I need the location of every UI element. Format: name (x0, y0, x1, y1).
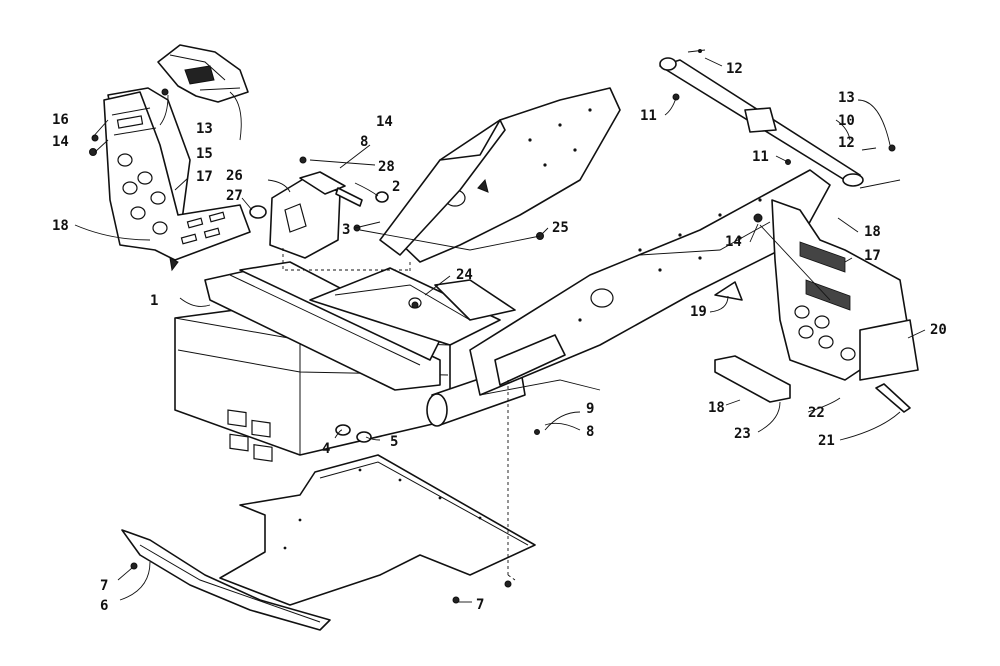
callout-12-upper: 12 (726, 61, 743, 77)
callout-15: 15 (196, 146, 213, 162)
callout-13-right: 13 (838, 90, 855, 106)
callout-9: 9 (586, 401, 594, 417)
callout-25: 25 (552, 220, 569, 236)
callout-1: 1 (150, 293, 158, 309)
callout-16: 16 (52, 112, 69, 128)
callout-7-right: 7 (476, 597, 484, 613)
upper-bracket (157, 44, 249, 103)
right-side-panel (714, 199, 919, 413)
skid-plate (121, 529, 512, 631)
callout-21: 21 (818, 433, 835, 449)
callout-18-right: 18 (864, 224, 881, 240)
callout-17-left: 17 (196, 169, 213, 185)
callout-13-left: 13 (196, 121, 213, 137)
callout-14-center: 14 (376, 114, 393, 130)
callout-10: 10 (838, 113, 855, 129)
left-side-panel (103, 87, 251, 272)
callout-23: 23 (734, 426, 751, 442)
callout-8-upper: 8 (360, 134, 368, 150)
steering-post (659, 49, 864, 187)
callout-18-left: 18 (52, 218, 69, 234)
small-parts (89, 88, 896, 443)
callout-14-left: 14 (52, 134, 69, 150)
callout-labels: 1 2 3 4 5 6 7 7 8 8 9 10 11 11 12 12 13 … (52, 61, 947, 614)
callout-18-lower: 18 (708, 400, 725, 416)
belly-pan (219, 454, 536, 606)
callout-17-right: 17 (864, 248, 881, 264)
leader-lines (74, 57, 926, 603)
callout-19: 19 (690, 304, 707, 320)
callout-5: 5 (390, 434, 398, 450)
callout-14-right: 14 (725, 234, 742, 250)
callout-27: 27 (226, 188, 243, 204)
callout-24: 24 (456, 267, 473, 283)
callout-28: 28 (378, 159, 395, 175)
callout-12-lower: 12 (838, 135, 855, 151)
callout-2: 2 (392, 179, 400, 195)
callout-20: 20 (930, 322, 947, 338)
callout-6: 6 (100, 598, 108, 614)
callout-7-left: 7 (100, 578, 108, 594)
callout-11-upper: 11 (640, 108, 657, 124)
callout-11-lower: 11 (752, 149, 769, 165)
callout-3: 3 (342, 222, 350, 238)
callout-22: 22 (808, 405, 825, 421)
callout-26: 26 (226, 168, 243, 184)
callout-4: 4 (322, 441, 330, 457)
chassis-frame (174, 87, 831, 462)
callout-8-lower: 8 (586, 424, 594, 440)
alignment-lines (282, 179, 901, 581)
